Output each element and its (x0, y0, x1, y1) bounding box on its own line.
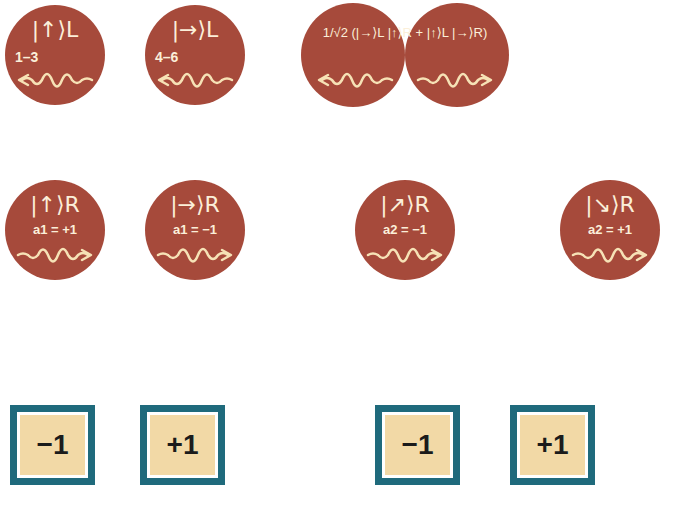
outcome-box: −1 (375, 405, 460, 485)
outcome-box: −1 (10, 405, 95, 485)
state-ket: |→⟩R (170, 192, 220, 218)
outcome-value: −1 (37, 429, 69, 461)
photon-circle: |↑⟩L 1–3 (5, 5, 105, 105)
state-formula: 1/√2 (|→⟩L |↑⟩R + |↑⟩L |→⟩R) (323, 25, 488, 41)
state-ket: |↑⟩L (32, 17, 79, 43)
photon-circle: |→⟩L 4–6 (145, 5, 245, 105)
measurement-result: a1 = −1 (173, 222, 217, 238)
photon-circle: |→⟩R a1 = −1 (145, 180, 245, 280)
photon-circle: |↗⟩R a2 = −1 (355, 180, 455, 280)
state-ket: |↑⟩R (30, 192, 80, 218)
circle-shape (405, 3, 509, 107)
double-circle-outline (300, 3, 510, 107)
measurement-result: a2 = −1 (383, 222, 427, 238)
state-ket: |→⟩L (172, 17, 219, 43)
entangled-state-circle: 1/√2 (|→⟩L |↑⟩R + |↑⟩L |→⟩R) (300, 3, 510, 107)
outcome-value: −1 (402, 429, 434, 461)
photon-circle: |↘⟩R a2 = +1 (560, 180, 660, 280)
outcome-box: +1 (140, 405, 225, 485)
range-label: 4–6 (155, 49, 178, 65)
range-label: 1–3 (15, 49, 38, 65)
photon-circle: |↑⟩R a1 = +1 (5, 180, 105, 280)
circle-shape (301, 3, 405, 107)
state-ket: |↘⟩R (585, 192, 635, 218)
state-ket: |↗⟩R (380, 192, 430, 218)
outcome-value: +1 (537, 429, 569, 461)
outcome-box: +1 (510, 405, 595, 485)
measurement-result: a1 = +1 (33, 222, 77, 238)
measurement-result: a2 = +1 (588, 222, 632, 238)
outcome-value: +1 (167, 429, 199, 461)
